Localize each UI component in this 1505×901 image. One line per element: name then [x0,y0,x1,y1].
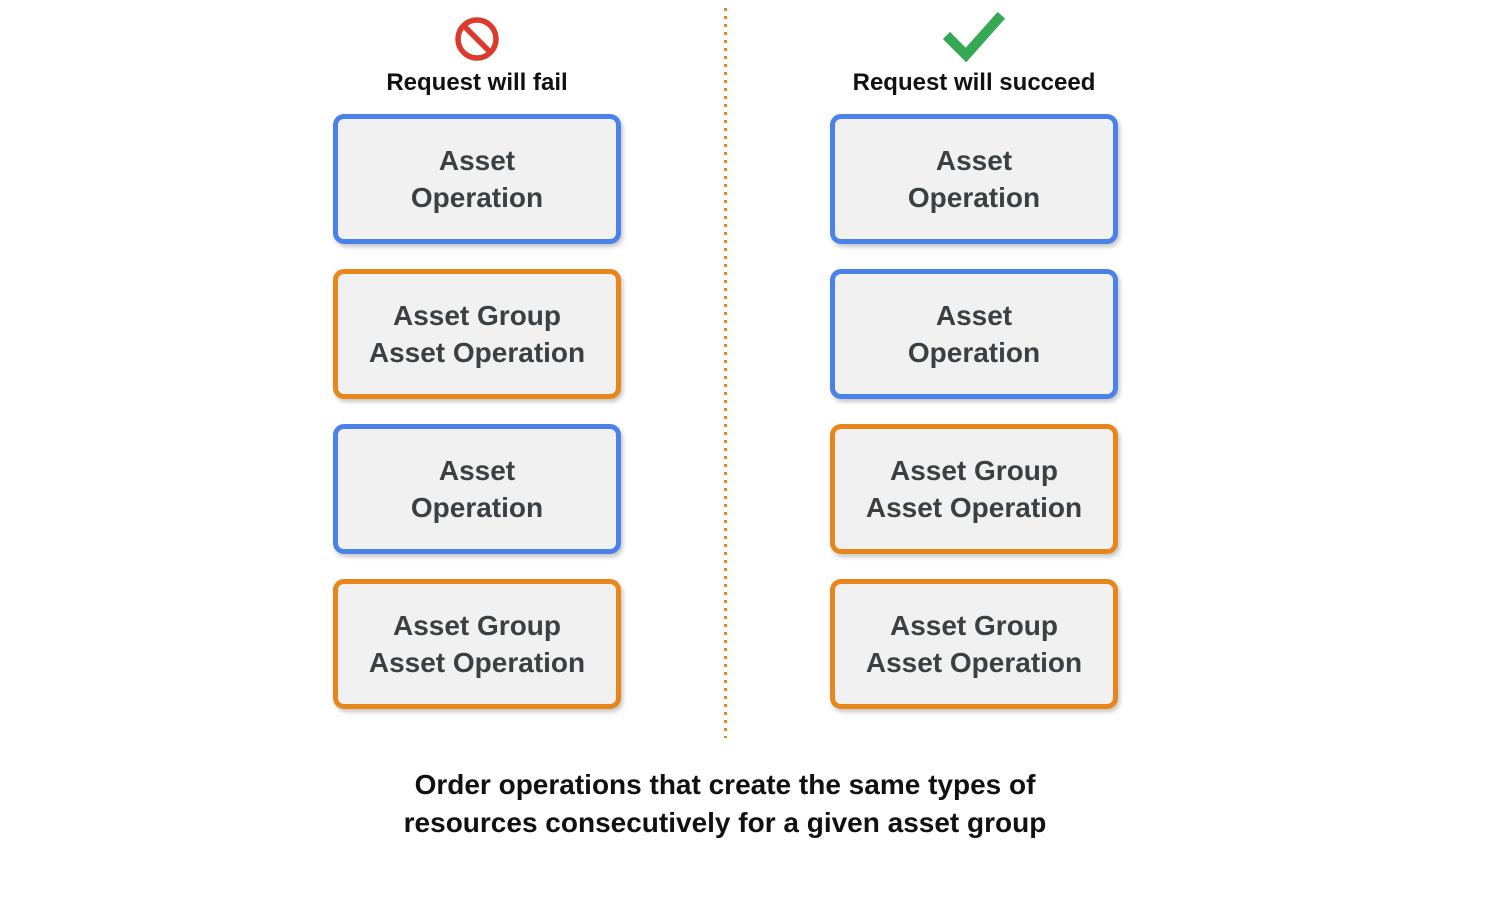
box-label: Asset Operation [410,145,544,213]
column-title-fail: Request will fail [386,69,568,96]
box-label: Asset Operation [907,300,1041,368]
asset-operation-box: Asset Operation [333,424,621,554]
box-label: Asset Operation [410,455,544,523]
caption: Order operations that create the same ty… [403,769,1047,838]
dotted-divider [724,8,727,738]
asset-operation-box: Asset Operation [830,269,1118,399]
column-request-will-succeed: Request will succeed Asset Operation Ass… [830,10,1118,709]
asset-group-asset-operation-box: Asset Group Asset Operation [830,424,1118,554]
box-label: Asset Group Asset Operation [368,300,586,368]
box-label: Asset Group Asset Operation [865,610,1083,678]
fail-box-list: Asset Operation Asset Group Asset Operat… [333,114,621,709]
prohibited-icon [454,10,500,62]
column-request-will-fail: Request will fail Asset Operation Asset … [333,10,621,709]
succeed-box-list: Asset Operation Asset Operation Asset Gr… [830,114,1118,709]
box-label: Asset Operation [907,145,1041,213]
asset-group-asset-operation-box: Asset Group Asset Operation [333,579,621,709]
checkmark-icon [943,10,1005,62]
asset-operation-box: Asset Operation [830,114,1118,244]
box-label: Asset Group Asset Operation [368,610,586,678]
asset-group-asset-operation-box: Asset Group Asset Operation [333,269,621,399]
column-title-succeed: Request will succeed [852,69,1096,96]
box-label: Asset Group Asset Operation [865,455,1083,523]
asset-group-asset-operation-box: Asset Group Asset Operation [830,579,1118,709]
asset-operation-box: Asset Operation [333,114,621,244]
